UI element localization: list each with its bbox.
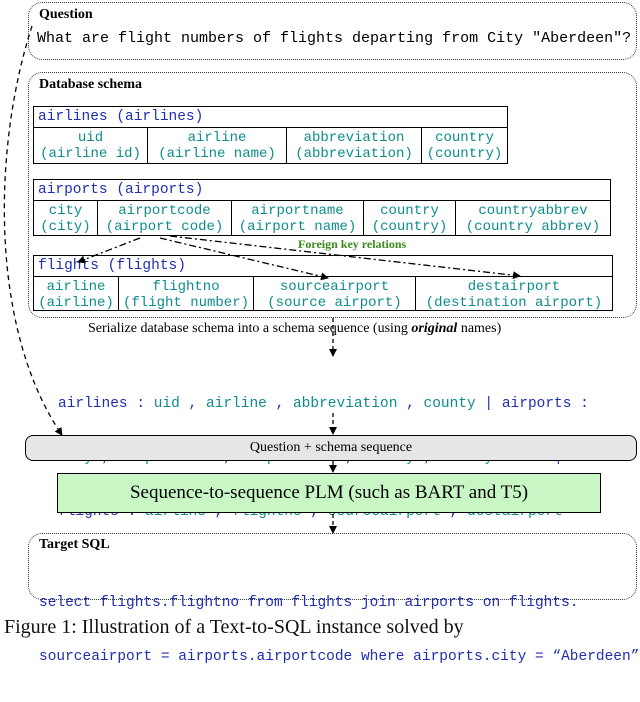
sequence-token: uid bbox=[153, 396, 180, 412]
target-heading: Target SQL bbox=[39, 537, 110, 552]
foreign-key-label: Foreign key relations bbox=[298, 237, 407, 251]
sequence-line: airlines : uid , airline , abbreviation … bbox=[58, 395, 589, 413]
serialize-caption: Serialize database schema into a schema … bbox=[88, 321, 502, 336]
sequence-token: county bbox=[423, 396, 476, 412]
table-airports: airports (airports) city(city) airportco… bbox=[33, 179, 611, 236]
fk-arrow-source bbox=[159, 237, 329, 281]
question-box: Question What are flight numbers of flig… bbox=[28, 2, 637, 60]
question-heading: Question bbox=[39, 7, 93, 22]
sequence-token: , bbox=[397, 396, 424, 412]
question-text: What are flight numbers of flights depar… bbox=[37, 30, 632, 47]
column-cell: airportname(airport name) bbox=[232, 201, 364, 235]
fk-arrow-dest bbox=[169, 235, 521, 280]
column-cell: airline(airline name) bbox=[148, 128, 287, 163]
arrows-overlay bbox=[3, 25, 521, 534]
column-cell: city(city) bbox=[34, 201, 98, 235]
column-cell: airline(airline) bbox=[34, 277, 119, 311]
sequence-token: , bbox=[179, 396, 206, 412]
column-cell: uid(airline id) bbox=[34, 128, 148, 163]
column-cell: destairport(destination airport) bbox=[425, 279, 603, 311]
sequence-token: airports bbox=[501, 396, 572, 412]
column-cell: country(country) bbox=[364, 201, 456, 235]
sequence-token: abbreviation bbox=[292, 396, 398, 412]
input-sequence-box: Question + schema sequence bbox=[25, 435, 637, 461]
schema-heading: Database schema bbox=[39, 77, 143, 92]
sequence-token: airline bbox=[205, 396, 267, 412]
column-cell: abbreviation(abbreviation) bbox=[287, 128, 422, 163]
sequence-token: : bbox=[127, 396, 154, 412]
column-cell: country(country) bbox=[426, 130, 503, 162]
table-title: airports (airports) bbox=[34, 180, 610, 201]
table-airlines: airlines (airlines) uid(airline id) airl… bbox=[33, 106, 508, 164]
column-cell: airportcode(airport code) bbox=[98, 201, 232, 235]
sequence-token: : bbox=[571, 396, 589, 412]
column-cell: sourceairport(source airport) bbox=[254, 277, 416, 311]
question-to-input-arrow bbox=[3, 25, 63, 436]
sequence-token: airlines bbox=[58, 396, 128, 412]
column-cell: countryabbrev(country abbrev) bbox=[465, 203, 601, 235]
table-title: airlines (airlines) bbox=[34, 107, 507, 128]
fk-arrow-airline bbox=[77, 237, 141, 264]
model-box: Sequence-to-sequence PLM (such as BART a… bbox=[57, 473, 601, 513]
sequence-token: , bbox=[266, 396, 293, 412]
schema-box: Database schema bbox=[28, 72, 637, 318]
table-flights: flights (flights) airline(airline) fligh… bbox=[33, 255, 613, 311]
sequence-token: | bbox=[475, 396, 502, 412]
column-cell: flightno(flight number) bbox=[119, 277, 254, 311]
